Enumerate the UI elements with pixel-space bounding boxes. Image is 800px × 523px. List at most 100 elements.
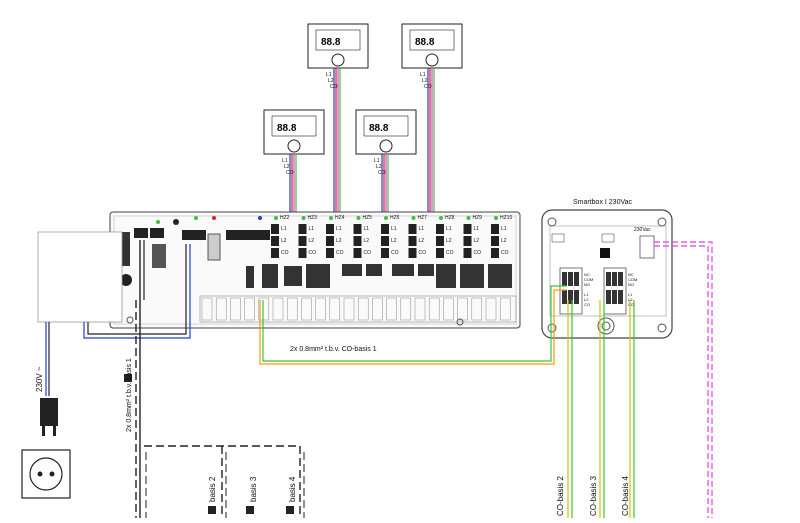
bottom-terminal — [471, 297, 483, 321]
bottom-terminal — [201, 297, 213, 321]
zone-label-hz3: HZ3 — [307, 215, 317, 221]
smartbox-terminal — [568, 290, 573, 304]
zone-label-hz5: HZ5 — [362, 215, 372, 221]
zone-led — [274, 216, 278, 220]
zone-terminal — [408, 236, 417, 246]
power-voltage-label: 230V ~ — [35, 366, 44, 392]
zone-row-label: L2 — [391, 238, 397, 244]
smartbox-terminal — [574, 272, 579, 286]
bottom-terminal-strip — [201, 297, 511, 321]
zone-led — [466, 216, 471, 220]
thermostat-wire-label: L1 — [282, 158, 288, 164]
thermostat-cables — [289, 68, 435, 232]
smartbox-io-label: L2 — [628, 297, 633, 302]
zone-led — [356, 216, 361, 220]
wall-socket-icon — [21, 449, 71, 499]
zone-terminal — [491, 236, 499, 246]
smartbox-terminal — [606, 290, 611, 304]
bottom-terminal — [329, 297, 341, 321]
co-basis-2-label: CO-basis 2 — [556, 475, 565, 516]
zone-terminal — [326, 236, 334, 246]
smartbox-relay-label: COM — [584, 277, 594, 282]
smartbox-terminal — [568, 272, 573, 286]
bottom-terminal — [428, 297, 440, 321]
zone-row-label: L1 — [336, 226, 342, 232]
thermostat-wire-label: L2 — [284, 164, 290, 170]
thermostat-wire-label: L2 — [328, 78, 334, 84]
zone-terminal — [271, 224, 279, 234]
controller-board — [109, 211, 521, 329]
smartbox-relay-label: NO — [584, 282, 590, 287]
zone-row-label: CO — [446, 250, 454, 256]
smartbox-terminal — [618, 290, 623, 304]
zone-terminal — [326, 224, 334, 234]
thermostat-wire-label: CO — [286, 170, 294, 176]
smartbox-terminal — [562, 272, 567, 286]
zone-row-label: L1 — [501, 226, 507, 232]
thermostat-display-icon: 88.8 — [277, 123, 297, 134]
zone-row-label: L1 — [308, 226, 315, 232]
zone-label-hz4: HZ4 — [335, 215, 345, 221]
basis-3-label: basis 3 — [249, 476, 258, 502]
co-basis-1-vertical-label: 2x 0.8mm² t.b.v. basis 1 — [126, 358, 133, 432]
thermostat-wire-label: L1 — [420, 72, 426, 78]
zone-row-label: CO — [336, 250, 344, 256]
thermostat-bottom-middle: 88.8 — [355, 109, 417, 155]
zone-label-hz6: HZ6 — [390, 215, 400, 221]
thermostat-top-left: 88.8 — [307, 23, 369, 69]
bottom-terminal — [215, 297, 227, 321]
bottom-terminal — [244, 297, 255, 321]
zone-terminal — [271, 236, 279, 246]
bottom-terminal — [343, 297, 355, 321]
zone-terminal — [491, 248, 499, 258]
zone-row-label: CO — [418, 250, 427, 256]
zone-row-label: CO — [281, 250, 289, 256]
bottom-terminal — [286, 297, 298, 321]
zone-terminal — [298, 224, 307, 234]
smartbox-io-label: CO — [584, 302, 590, 307]
smartbox-230vac-label: 230Vac — [634, 227, 651, 233]
zone-terminal — [408, 224, 417, 234]
zone-row-label: CO — [391, 250, 399, 256]
zone-led — [329, 216, 333, 220]
smartbox-terminal — [618, 272, 623, 286]
zone-row-label: L2 — [446, 238, 452, 244]
zone-led — [301, 216, 306, 220]
bottom-terminal — [258, 297, 270, 321]
bottom-terminal — [230, 297, 241, 321]
basis-4-label: basis 4 — [288, 476, 297, 502]
co-basis-1-cable-label: 2x 0.8mm² t.b.v. CO-basis 1 — [290, 346, 377, 353]
smartbox-io-label: CO — [628, 302, 634, 307]
thermostat-display-icon: 88.8 — [321, 37, 341, 48]
smartbox-relay-label: NC — [628, 272, 634, 277]
zone-led — [494, 216, 498, 220]
basis-dashed-lines-thin — [145, 452, 305, 518]
bottom-terminal — [414, 297, 426, 321]
thermostat-wire-label: CO — [378, 170, 386, 176]
zone-row-label: L1 — [391, 226, 397, 232]
zone-row-label: L1 — [418, 226, 425, 232]
smartbox-io-label: L1 — [584, 292, 589, 297]
thermostat-display-icon: 88.8 — [369, 123, 389, 134]
zone-terminal — [326, 248, 334, 258]
zone-terminal — [436, 236, 444, 246]
thermostat-wire-label: L2 — [422, 78, 428, 84]
smartbox-terminal — [612, 290, 617, 304]
zone-row-label: L1 — [281, 226, 287, 232]
zone-terminal — [353, 224, 362, 234]
zone-terminal — [381, 248, 389, 258]
thermostat-top-right: 88.8 — [401, 23, 463, 69]
smartbox-cables — [259, 241, 713, 518]
power-plug-icon — [40, 398, 58, 436]
zone-row-label: CO — [363, 250, 372, 256]
zone-label-hz10: HZ10 — [500, 215, 513, 221]
co-basis-3-label: CO-basis 3 — [589, 475, 598, 516]
power-cables — [45, 240, 191, 518]
bottom-terminal — [372, 297, 383, 321]
smartbox-terminal — [606, 272, 611, 286]
bottom-terminal — [315, 297, 326, 321]
bottom-terminal — [443, 297, 454, 321]
zone-terminal — [463, 248, 472, 258]
zone-led — [411, 216, 416, 220]
